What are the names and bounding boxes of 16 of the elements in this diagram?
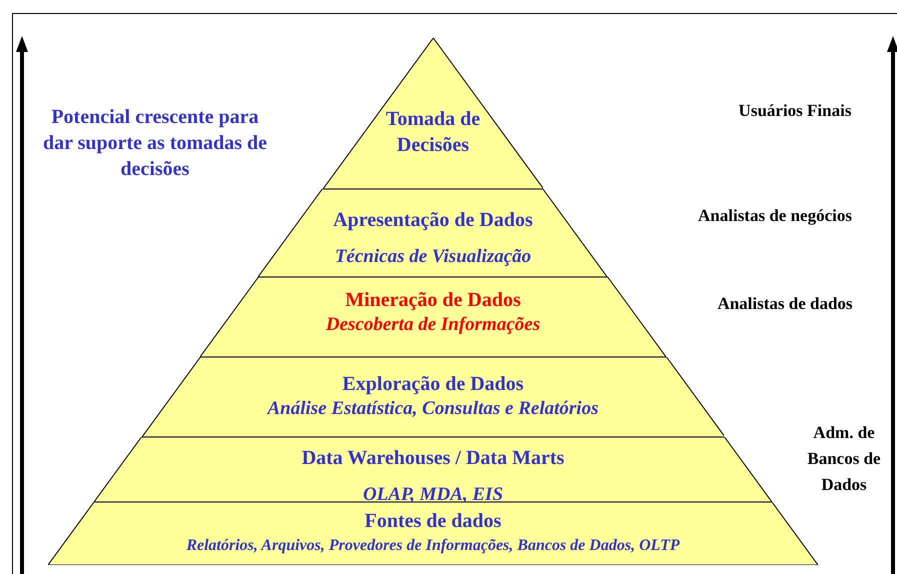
tier-title: Mineração de Dados: [345, 288, 521, 313]
tier-title: Exploração de Dados: [342, 372, 524, 397]
user-role-label: Usuários Finais: [738, 100, 852, 122]
tier-title: Tomada de Decisões: [384, 107, 482, 158]
tier-subtitle: Descoberta de Informações: [326, 313, 540, 337]
tier-title: Fontes de dados: [364, 509, 502, 534]
user-role-label: Adm. de Bancos de Dados: [806, 422, 882, 496]
axis-note: Potencial crescente para dar suporte as tomadas de decisões: [42, 105, 268, 182]
user-role-label: Analistas de dados: [716, 293, 854, 315]
tier-subtitle: Relatórios, Arquivos, Provedores de Informações, Bancos de Dados, OLTP: [186, 536, 680, 556]
tier-subtitle: OLAP, MDA, EIS: [362, 483, 504, 507]
tier-subtitle: Análise Estatística, Consultas e Relatórios: [267, 397, 598, 421]
tier-title: Data Warehouses / Data Marts: [302, 446, 564, 471]
tier-subtitle: Técnicas de Visualização: [334, 245, 532, 269]
user-role-label: Analistas de negócios: [697, 205, 853, 227]
tier-title: Apresentação de Dados: [333, 208, 533, 233]
